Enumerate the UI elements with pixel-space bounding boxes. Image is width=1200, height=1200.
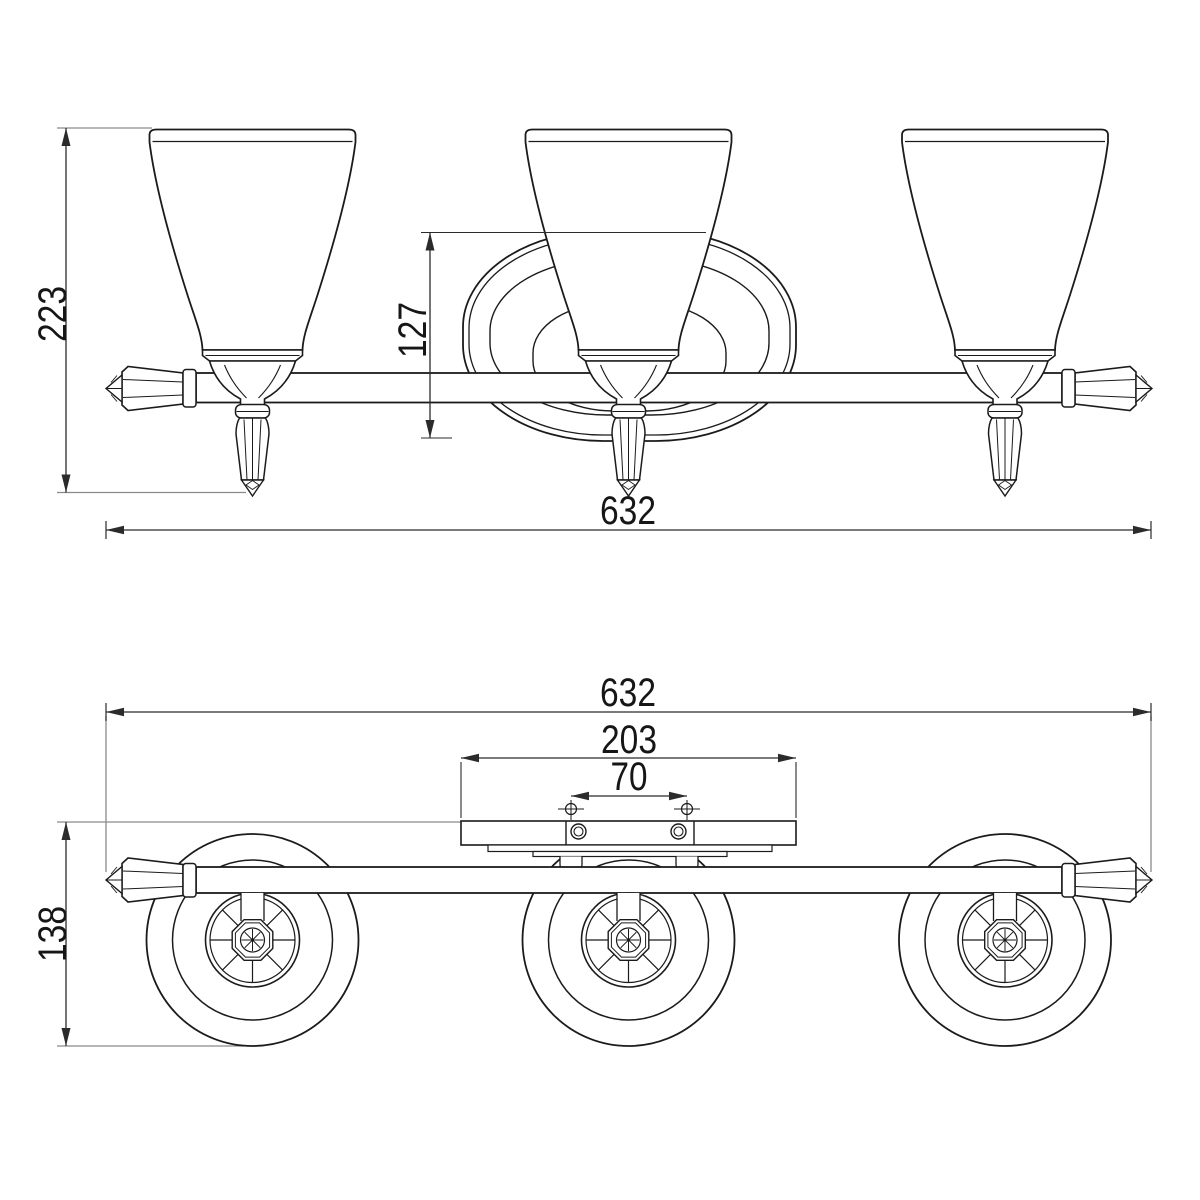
screw-right bbox=[670, 823, 687, 840]
bottom-extension-lines bbox=[57, 716, 1152, 1047]
lamp-front-left bbox=[148, 128, 357, 497]
dim-632-bottom-label: 632 bbox=[600, 671, 656, 715]
finial-bottom-left bbox=[105, 857, 197, 903]
dim-223-label: 223 bbox=[31, 286, 75, 342]
front-extension-lines bbox=[57, 127, 246, 494]
bar-bottom bbox=[195, 866, 1063, 894]
socket-bottom-right bbox=[957, 892, 1053, 988]
dim-70-label: 70 bbox=[611, 755, 648, 799]
mounting-plate-bottom bbox=[460, 820, 797, 873]
dim-front-width: 632 bbox=[105, 489, 1152, 539]
finial-front-left bbox=[105, 365, 197, 412]
front-view: 223 127 bbox=[31, 127, 1153, 539]
finial-bottom-right bbox=[1061, 857, 1153, 903]
screw-left bbox=[570, 823, 587, 840]
dim-overall-depth: 138 bbox=[31, 822, 75, 1046]
lamp-front-center bbox=[524, 128, 733, 497]
dim-backplate-width: 203 bbox=[460, 718, 797, 818]
mount-hole-markers bbox=[558, 802, 700, 816]
socket-bottom-left bbox=[204, 892, 301, 988]
dim-127-label: 127 bbox=[391, 302, 435, 358]
dim-203-label: 203 bbox=[601, 718, 657, 762]
dim-overall-height: 223 bbox=[31, 128, 75, 493]
finial-front-right bbox=[1061, 365, 1153, 412]
dim-138-label: 138 bbox=[31, 906, 75, 962]
bottom-view: 632 203 70 bbox=[31, 671, 1153, 1047]
dim-632-front-label: 632 bbox=[600, 489, 656, 533]
dim-bottom-width: 632 bbox=[105, 671, 1152, 721]
dim-hole-spacing: 70 bbox=[558, 755, 700, 820]
lamp-front-right bbox=[901, 128, 1109, 497]
socket-bottom-center bbox=[580, 892, 677, 988]
dim-backplate-height: 127 bbox=[391, 231, 706, 439]
